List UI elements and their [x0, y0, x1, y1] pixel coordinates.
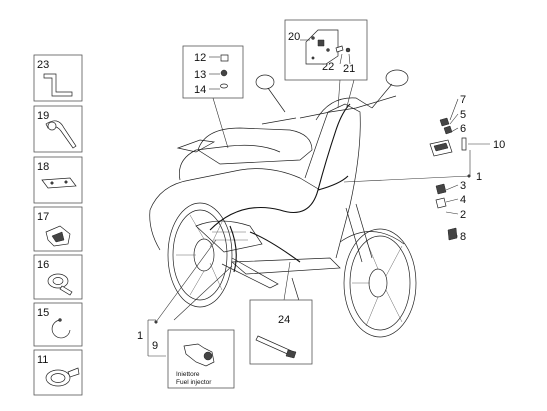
- callout-9: 9: [152, 340, 158, 352]
- callout-10: 10: [493, 139, 505, 151]
- callout-4: 4: [460, 194, 466, 206]
- part-box-20-22[interactable]: 20 22 21: [284, 19, 368, 81]
- callout-19: 19: [37, 110, 49, 122]
- front-wheel: [343, 228, 417, 338]
- sensor-icon: [447, 227, 458, 241]
- callout-5: 5: [460, 109, 466, 121]
- callout-23: 23: [37, 59, 49, 71]
- fuse-icon: [435, 183, 447, 195]
- callout-21: 21: [343, 63, 355, 75]
- main-wiring-harness: [209, 103, 351, 231]
- left-mirror: [255, 74, 275, 90]
- part-box-9[interactable]: Iniettore Fuel injector: [167, 329, 235, 389]
- callout-18: 18: [37, 161, 49, 173]
- callout-1a: 1: [137, 330, 143, 342]
- part-box-17[interactable]: 17: [33, 206, 83, 252]
- injector-label-it: Iniettore: [176, 371, 200, 378]
- nut-icon: [220, 83, 228, 89]
- callout-11: 11: [37, 354, 48, 366]
- scooter-illustration: [149, 69, 417, 338]
- callout-7: 7: [460, 94, 466, 106]
- seat: [197, 127, 313, 165]
- part-box-24[interactable]: 24: [249, 299, 313, 365]
- fuel-injector-connector-icon: [183, 343, 215, 367]
- part-box-19[interactable]: 19: [33, 105, 83, 153]
- screw-icon: [335, 45, 344, 53]
- plate-icon: [41, 177, 77, 189]
- callout-16: 16: [37, 259, 49, 271]
- callout-13: 13: [194, 69, 206, 81]
- right-mirror: [385, 69, 409, 87]
- right-parts: 7 5 6 10 1 3 4 2 8: [343, 94, 505, 243]
- callout-1b: 1: [476, 171, 482, 183]
- parts-column: 23 19 18 17 16: [33, 54, 83, 396]
- callout-14: 14: [194, 84, 206, 96]
- bracket-icon: [43, 73, 73, 97]
- callout-20: 20: [288, 31, 300, 43]
- callout-2: 2: [460, 209, 466, 221]
- part-box-15[interactable]: 15: [33, 302, 83, 347]
- washer-icon: [220, 69, 228, 77]
- screw-icon: [220, 54, 229, 62]
- part-box-23[interactable]: 23: [33, 54, 83, 102]
- front-body: [304, 103, 361, 259]
- clip-ring-icon: [51, 319, 71, 339]
- callout-24: 24: [278, 314, 290, 326]
- callout-group-1-9: 1 9: [137, 319, 166, 357]
- callout-12: 12: [194, 52, 206, 64]
- callout-8: 8: [460, 231, 466, 243]
- callout-15: 15: [37, 307, 49, 319]
- injector-label-en: Fuel injector: [176, 379, 212, 386]
- relay-icon: [439, 117, 450, 127]
- part-box-16[interactable]: 16: [33, 254, 83, 300]
- rear-wheel: [167, 202, 233, 308]
- part-box-12-14[interactable]: 12 13 14: [182, 45, 244, 99]
- part-box-11[interactable]: 11: [33, 349, 83, 396]
- callout-17: 17: [37, 211, 49, 223]
- part-box-18[interactable]: 18: [33, 156, 83, 204]
- callout-3: 3: [460, 180, 466, 192]
- callout-6: 6: [460, 123, 466, 135]
